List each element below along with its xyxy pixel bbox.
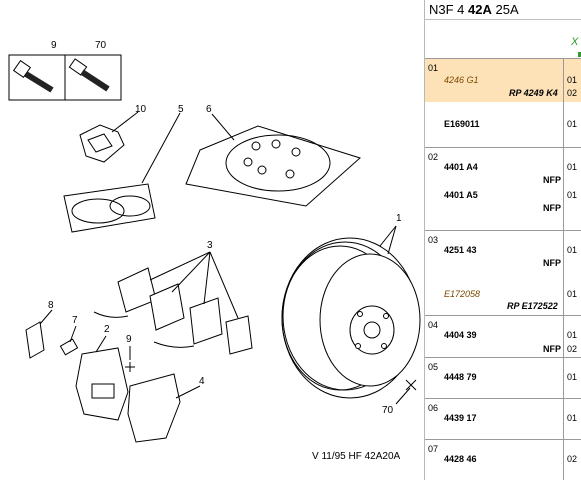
bolt-70-drawing <box>68 58 110 92</box>
group-divider <box>563 231 564 315</box>
part-replacement[interactable]: RP 4249 K4 <box>509 88 558 98</box>
label-70-top: 70 <box>95 40 107 51</box>
parts-group-04[interactable]: 04 4404 39 01 NFP 02 <box>425 316 581 358</box>
parts-group-01[interactable]: 01 4246 G1 01 RP 4249 K4 02 E169011 01 <box>425 59 581 148</box>
exploded-parts-diagram: 9 70 10 5 6 3 1 8 7 2 9 4 70 V 11/95 HF … <box>8 40 421 462</box>
parts-group-07[interactable]: 07 4428 46 02 <box>425 440 581 480</box>
seal-kit-5-drawing <box>63 183 156 233</box>
label-3: 3 <box>207 240 213 251</box>
part-note: NFP <box>543 258 561 268</box>
hardware-kit-6-drawing <box>185 125 361 207</box>
bleed-screw-7-drawing <box>59 338 79 356</box>
group-number: 04 <box>428 320 439 330</box>
label-8: 8 <box>48 300 54 311</box>
part-qty: 01 <box>567 190 578 200</box>
close-mark-icon[interactable]: X <box>571 36 579 48</box>
label-10: 10 <box>135 104 147 115</box>
group-number: 06 <box>428 403 439 413</box>
caliper-2-drawing <box>75 347 129 421</box>
parts-group-05[interactable]: 05 4448 79 01 <box>425 358 581 399</box>
diagram-caption: V 11/95 HF 42A20A <box>312 451 401 462</box>
group-divider <box>563 316 564 357</box>
label-9-top: 9 <box>51 40 57 51</box>
selected-row-highlight <box>425 59 581 102</box>
panel-header: N3F 4 42A 25A <box>425 0 581 20</box>
diagram-drawing <box>8 54 421 443</box>
header-prefix: N3F 4 <box>429 2 469 17</box>
part-qty: 01 <box>567 162 578 172</box>
green-square-icon <box>578 52 581 57</box>
bracket-10-drawing <box>79 124 125 163</box>
group-number: 07 <box>428 444 439 454</box>
part-ref[interactable]: 4246 G1 <box>444 75 479 85</box>
part-qty: 01 <box>567 330 578 340</box>
label-4: 4 <box>199 376 205 387</box>
group-divider <box>563 358 564 398</box>
bolt-9-drawing <box>12 59 54 93</box>
part-ref[interactable]: 4404 39 <box>444 330 477 340</box>
group-number: 05 <box>428 362 439 372</box>
parts-group-06[interactable]: 06 4439 17 01 <box>425 399 581 440</box>
label-70: 70 <box>382 405 394 416</box>
part-qty: 02 <box>567 344 578 354</box>
header-suffix: 25A <box>491 2 519 17</box>
bracket-8-drawing <box>25 321 45 359</box>
group-divider <box>563 399 564 439</box>
label-7: 7 <box>72 315 78 326</box>
part-qty: 01 <box>567 372 578 382</box>
parts-group-03[interactable]: 03 4251 43 01 NFP E172058 01 RP E172522 <box>425 231 581 316</box>
label-5: 5 <box>178 104 184 115</box>
label-9: 9 <box>126 334 132 345</box>
panel-subheader: X <box>425 20 581 59</box>
part-ref[interactable]: 4439 17 <box>444 413 477 423</box>
group-divider <box>563 440 564 480</box>
group-divider <box>563 148 564 230</box>
part-replacement[interactable]: RP E172522 <box>507 301 558 311</box>
label-6: 6 <box>206 104 212 115</box>
part-ref[interactable]: 4428 46 <box>444 454 477 464</box>
carrier-4-drawing <box>127 373 181 443</box>
part-note: NFP <box>543 175 561 185</box>
part-note: NFP <box>543 203 561 213</box>
part-qty: 01 <box>567 413 578 423</box>
part-qty: 01 <box>567 245 578 255</box>
header-code: 42A <box>468 2 492 17</box>
part-ref[interactable]: 4401 A5 <box>444 190 478 200</box>
part-qty: 02 <box>567 88 578 98</box>
group-number: 03 <box>428 235 439 245</box>
part-qty: 01 <box>567 119 578 129</box>
part-ref[interactable]: 4401 A4 <box>444 162 478 172</box>
part-note: NFP <box>543 344 561 354</box>
part-qty: 01 <box>567 289 578 299</box>
part-ref[interactable]: 4251 43 <box>444 245 477 255</box>
part-ref[interactable]: E172058 <box>444 289 481 299</box>
group-number: 02 <box>428 152 439 162</box>
brake-disc-1-drawing <box>281 237 421 399</box>
parts-group-02[interactable]: 02 4401 A4 01 NFP 4401 A5 01 NFP <box>425 148 581 231</box>
group-divider <box>563 59 564 147</box>
part-qty: 01 <box>567 75 578 85</box>
brake-pads-3-drawing <box>117 267 253 355</box>
label-1: 1 <box>396 213 402 224</box>
part-qty: 02 <box>567 454 578 464</box>
bolt-box-70 <box>64 54 122 101</box>
part-ref[interactable]: 4448 79 <box>444 372 477 382</box>
group-number: 01 <box>428 63 439 73</box>
parts-list-panel: N3F 4 42A 25A X 01 4246 G1 01 RP 4249 K4… <box>424 0 581 480</box>
label-2: 2 <box>104 324 110 335</box>
part-ref[interactable]: E169011 <box>444 119 480 129</box>
